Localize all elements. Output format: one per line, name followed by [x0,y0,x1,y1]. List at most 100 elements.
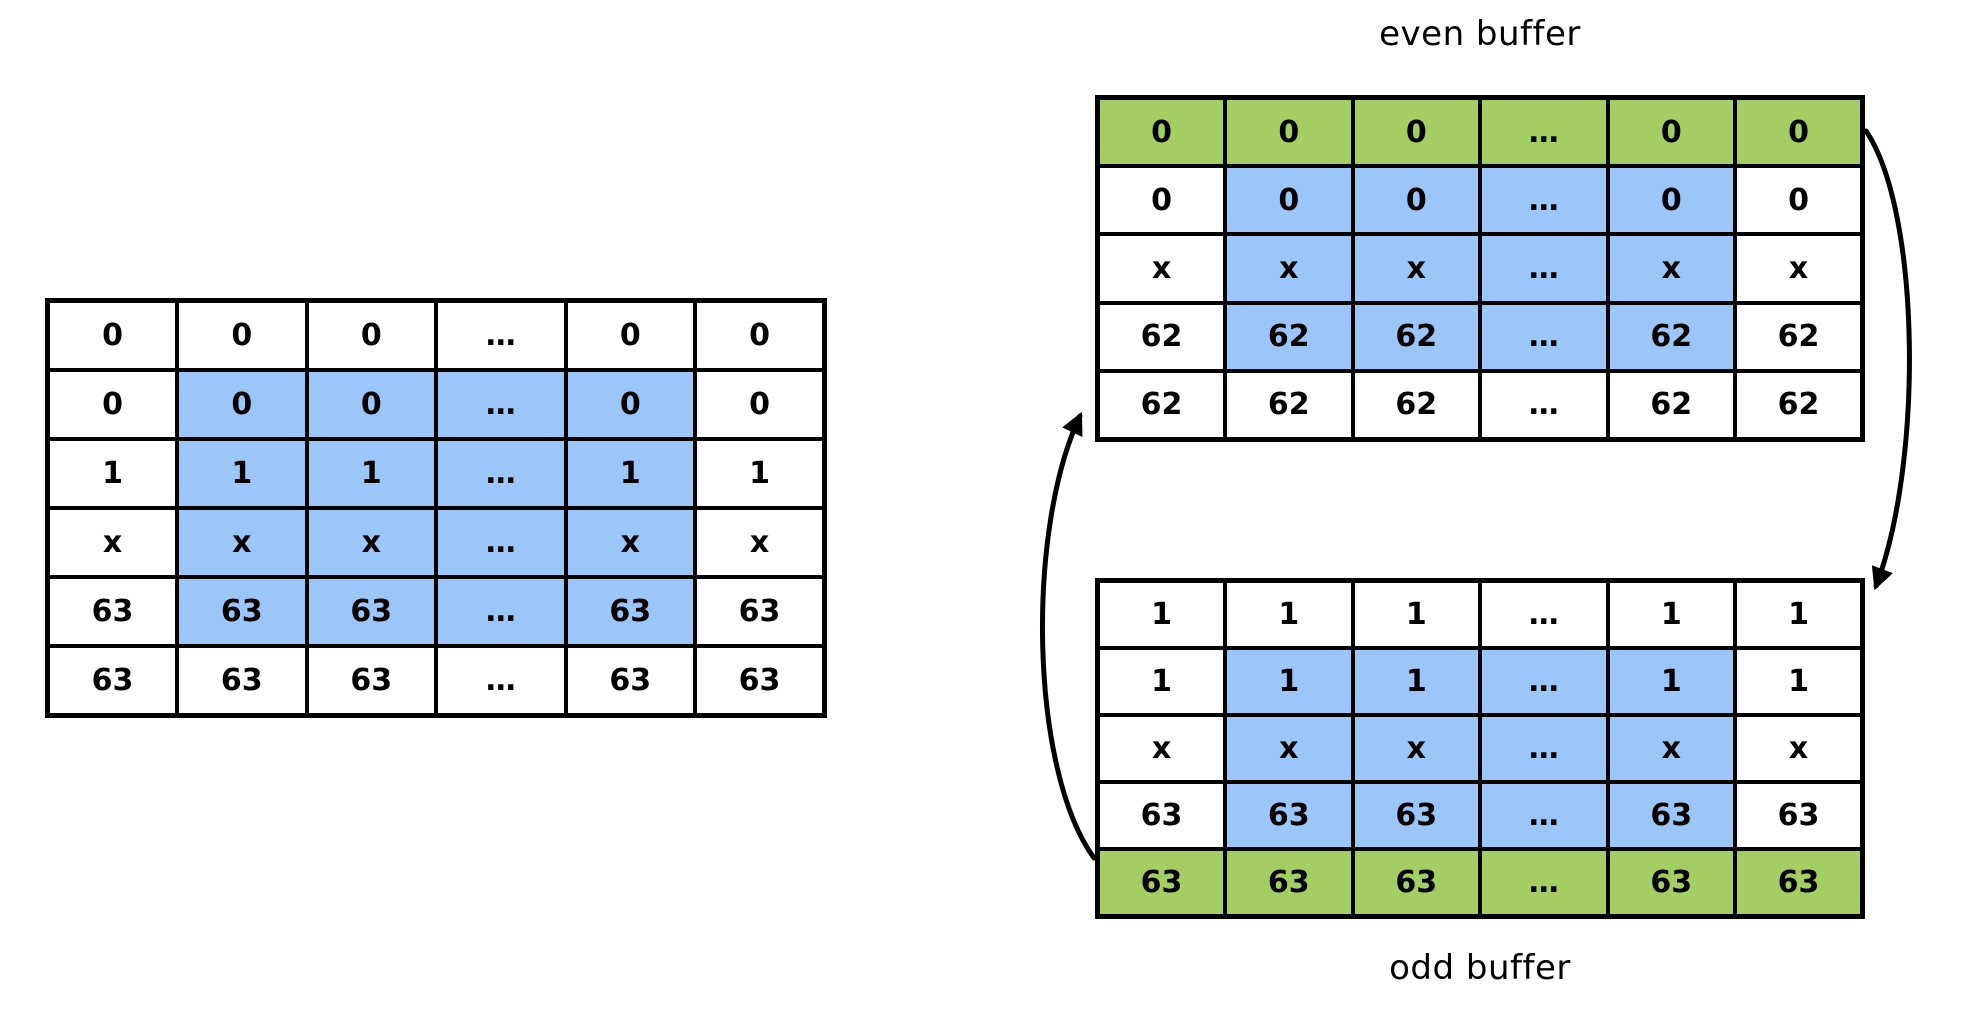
cell: … [1478,164,1610,237]
cell: 0 [693,298,827,373]
cell: … [434,437,568,510]
cell: 1 [693,437,827,510]
cell: 63 [304,574,438,648]
cell: x [1223,232,1355,305]
cell: 0 [1733,164,1865,237]
cell: 1 [1095,646,1227,718]
cell: 0 [175,298,309,373]
cell: … [1478,846,1610,919]
cell: x [304,505,438,579]
cell: x [1605,232,1737,305]
cell: x [1095,232,1227,305]
cell: … [1478,300,1610,373]
cell: 1 [45,437,179,510]
cell: 0 [175,368,309,442]
cell: … [434,643,568,718]
cell: 0 [1223,95,1355,169]
cell: 63 [45,643,179,718]
cell: 0 [1095,164,1227,237]
cell: 63 [563,643,697,718]
cell: 0 [563,368,697,442]
cell: 0 [1605,95,1737,169]
cell: … [1478,713,1610,784]
cell: 1 [1605,646,1737,718]
cell: 1 [1095,578,1227,651]
cell: 62 [1605,368,1737,442]
cell: 62 [1095,300,1227,373]
cell: … [1478,368,1610,442]
cell: x [1733,713,1865,784]
cell: 0 [1223,164,1355,237]
cell: 0 [693,368,827,442]
cell: 63 [693,574,827,648]
cell: 1 [1350,646,1482,718]
cell: 0 [1095,95,1227,169]
cell: 0 [1350,164,1482,237]
cell: 1 [1223,578,1355,651]
cell: … [1478,578,1610,651]
curved-arrow-even-to-odd-icon [1863,128,1912,591]
cell: 0 [304,368,438,442]
cell: 1 [1733,578,1865,651]
cell: … [434,505,568,579]
cell: x [1350,232,1482,305]
cell: 62 [1223,368,1355,442]
cell: 0 [1733,95,1865,169]
cell: 63 [175,574,309,648]
cell: x [1223,713,1355,784]
cell: 63 [1605,846,1737,919]
cell: 0 [45,368,179,442]
cell: 63 [304,643,438,718]
cell: 0 [304,298,438,373]
cell: 62 [1733,368,1865,442]
odd-buffer-title: odd buffer [1389,948,1571,988]
cell: 63 [1733,779,1865,851]
cell: 63 [1350,846,1482,919]
even-buffer-title: even buffer [1379,14,1581,54]
cell: 1 [1733,646,1865,718]
cell: … [1478,95,1610,169]
cell: 63 [45,574,179,648]
cell: x [693,505,827,579]
cell: 63 [1095,779,1227,851]
cell: 0 [563,298,697,373]
cell: 1 [1350,578,1482,651]
cell: 62 [1733,300,1865,373]
cell: 63 [1733,846,1865,919]
cell: 1 [1605,578,1737,651]
cell: 0 [45,298,179,373]
cell: 1 [563,437,697,510]
cell: 0 [1350,95,1482,169]
cell: … [1478,779,1610,851]
cell: 63 [1223,846,1355,919]
cell: x [1605,713,1737,784]
cell: 63 [175,643,309,718]
cell: 1 [175,437,309,510]
cell: … [434,574,568,648]
cell: x [1733,232,1865,305]
cell: … [434,368,568,442]
cell: 62 [1223,300,1355,373]
cell: 63 [563,574,697,648]
cell: … [1478,646,1610,718]
cell: 1 [1223,646,1355,718]
cell: 62 [1605,300,1737,373]
cell: x [1095,713,1227,784]
cell: x [175,505,309,579]
cell: 63 [1095,846,1227,919]
